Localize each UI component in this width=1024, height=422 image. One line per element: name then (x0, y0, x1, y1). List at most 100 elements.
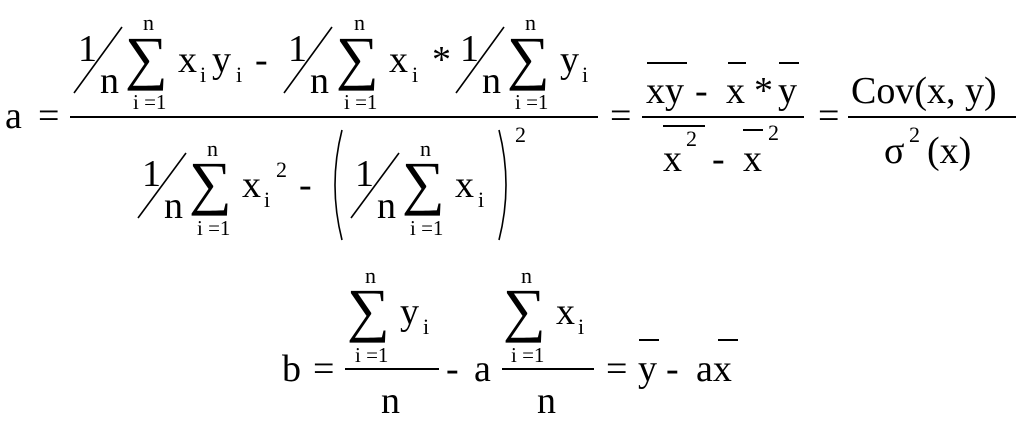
sum-upper-limit: n (207, 136, 218, 161)
subscript-i: i (200, 62, 207, 87)
fraction-slash (455, 26, 505, 94)
fraction-bar-sum-x (502, 368, 594, 370)
sum-symbol: ∑ (402, 150, 445, 216)
variance-argument: (x) (927, 130, 972, 172)
mean-xy: xy (646, 70, 684, 112)
coefficient-a: a (474, 348, 491, 390)
overline (639, 339, 659, 341)
overline (728, 62, 746, 64)
fraction-n: n (377, 185, 396, 227)
sum-lower-limit: i =1 (344, 90, 378, 114)
times-sign: * (432, 39, 451, 81)
equals-sign: = (38, 95, 60, 137)
sum-lower-limit: i =1 (197, 216, 231, 240)
denominator-n: n (381, 380, 400, 422)
minus-sign: - (712, 138, 725, 180)
sum-upper-limit: n (420, 136, 431, 161)
equals-sign: = (606, 348, 628, 390)
overline (718, 339, 738, 341)
sum-symbol: ∑ (503, 277, 546, 343)
var-x: x (556, 291, 575, 333)
sum-lower-limit: i =1 (355, 343, 389, 367)
minus-sign: - (255, 39, 268, 81)
fraction-bar-means (642, 116, 804, 118)
sum-symbol: ∑ (336, 25, 379, 91)
fraction-n: n (100, 60, 119, 102)
overline (743, 129, 763, 131)
fraction-bar-main (70, 116, 598, 118)
subscript-i: i (578, 314, 585, 339)
minus-sign: - (695, 70, 708, 112)
sum-upper-limit: n (521, 263, 532, 288)
denominator-n: n (537, 380, 556, 422)
overline (779, 62, 799, 64)
var-y: y (212, 39, 231, 81)
fraction-slash (73, 26, 123, 94)
overline (647, 62, 687, 64)
fraction-bar-sum-y (345, 368, 439, 370)
mean-y: y (778, 70, 797, 112)
fraction-n: n (164, 185, 183, 227)
overline (663, 125, 705, 127)
sum-lower-limit: i =1 (515, 90, 549, 114)
fraction-slash (350, 152, 400, 219)
sum-upper-limit: n (525, 10, 536, 35)
sum-symbol: ∑ (189, 150, 232, 216)
covariance: Cov(x, y) (851, 70, 997, 112)
fraction-bar-cov (848, 116, 1016, 118)
superscript-2: 2 (276, 157, 287, 182)
variable-a: a (5, 95, 22, 137)
sum-symbol: ∑ (125, 25, 168, 91)
fraction-n: n (310, 60, 329, 102)
sum-upper-limit: n (143, 10, 154, 35)
a-times-mean-x: ax (696, 348, 732, 390)
sum-upper-limit: n (365, 263, 376, 288)
superscript-2: 2 (515, 122, 526, 147)
left-parenthesis (334, 129, 343, 241)
subscript-i: i (423, 314, 430, 339)
equals-sign: = (610, 95, 632, 137)
sum-lower-limit: i =1 (410, 216, 444, 240)
minus-sign: - (666, 348, 679, 390)
var-x: x (455, 164, 474, 206)
var-x: x (178, 39, 197, 81)
var-x: x (242, 164, 261, 206)
fraction-one: 1 (78, 28, 97, 70)
variable-b: b (282, 348, 301, 390)
sum-lower-limit: i =1 (133, 90, 167, 114)
equals-sign: = (818, 95, 840, 137)
fraction-slash (283, 26, 333, 94)
fraction-one: 1 (460, 28, 479, 70)
mean-y: y (638, 348, 657, 390)
var-y: y (400, 291, 419, 333)
subscript-i: i (264, 187, 271, 212)
var-x: x (389, 39, 408, 81)
var-y: y (560, 39, 579, 81)
superscript-2: 2 (686, 126, 697, 151)
superscript-2: 2 (909, 122, 920, 147)
superscript-2: 2 (768, 120, 779, 145)
sum-upper-limit: n (354, 10, 365, 35)
sum-symbol: ∑ (347, 277, 390, 343)
fraction-n: n (482, 60, 501, 102)
fraction-one: 1 (288, 28, 307, 70)
times-sign: * (754, 70, 773, 112)
subscript-i: i (236, 62, 243, 87)
sum-lower-limit: i =1 (511, 343, 545, 367)
subscript-i: i (582, 62, 589, 87)
sum-symbol: ∑ (507, 25, 550, 91)
fraction-one: 1 (355, 153, 374, 195)
mean-x: x (743, 138, 762, 180)
fraction-one: 1 (142, 153, 161, 195)
subscript-i: i (478, 187, 485, 212)
right-parenthesis (498, 129, 507, 241)
fraction-slash (137, 152, 187, 219)
sigma-lowercase: σ (884, 130, 905, 172)
subscript-i: i (412, 62, 419, 87)
minus-sign: - (299, 164, 312, 206)
mean-x-squared: x (663, 138, 682, 180)
equals-sign: = (313, 348, 335, 390)
mean-x: x (726, 70, 745, 112)
minus-sign: - (446, 348, 459, 390)
